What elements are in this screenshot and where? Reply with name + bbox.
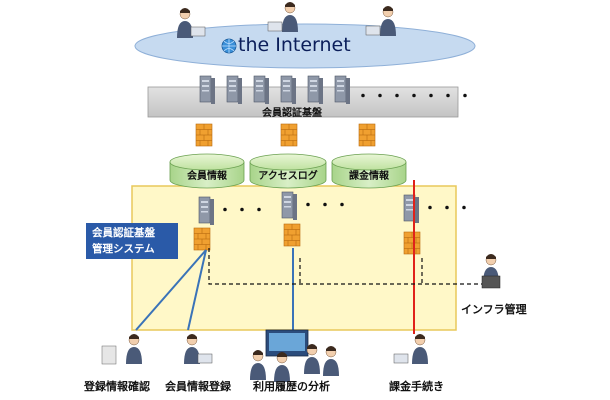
server-ellipsis: ・・・ bbox=[423, 201, 474, 217]
db-label-billing: 課金情報 bbox=[349, 171, 389, 182]
user-icon bbox=[176, 7, 206, 39]
endpoint-label-check: 登録情報確認 bbox=[84, 380, 150, 393]
server-icon bbox=[253, 75, 270, 105]
firewall-icon bbox=[358, 123, 376, 147]
connection-lines bbox=[135, 180, 488, 334]
firewall-icon bbox=[283, 223, 301, 247]
server-icon bbox=[334, 75, 351, 105]
person-billing-icon bbox=[393, 333, 429, 365]
server-icon bbox=[403, 194, 420, 224]
endpoint-label-register: 会員情報登録 bbox=[165, 380, 231, 393]
auth-platform-label: 会員認証基盤 bbox=[262, 108, 322, 119]
person-check-icon bbox=[101, 333, 143, 365]
server-ellipsis: ・・・ bbox=[218, 203, 269, 219]
firewall-icon bbox=[403, 231, 421, 255]
globe-icon bbox=[221, 38, 237, 54]
endpoint-label-analysis: 利用履歴の分析 bbox=[253, 380, 330, 393]
server-icon bbox=[226, 75, 243, 105]
management-system-label: 会員認証基盤 管理システム bbox=[86, 223, 178, 259]
user-icon bbox=[365, 5, 397, 37]
auth-platform-ellipsis: ・・・・・・・ bbox=[356, 89, 475, 105]
user-icon bbox=[267, 1, 299, 33]
database-icon-accesslog bbox=[249, 153, 327, 189]
management-system-label-line1: 会員認証基盤 bbox=[92, 227, 155, 239]
database-icon-member bbox=[169, 153, 245, 189]
management-system-label-line2: 管理システム bbox=[92, 243, 155, 255]
infra-admin-icon bbox=[481, 253, 501, 289]
server-icon bbox=[198, 196, 215, 226]
auth-platform-box bbox=[147, 86, 459, 118]
server-icon bbox=[199, 75, 216, 105]
meeting-icon bbox=[249, 329, 340, 383]
person-register-icon bbox=[183, 333, 213, 365]
firewall-icon bbox=[280, 123, 298, 147]
server-icon bbox=[281, 191, 298, 221]
server-icon bbox=[307, 75, 324, 105]
db-label-member: 会員情報 bbox=[187, 171, 227, 182]
firewall-icon bbox=[195, 123, 213, 147]
firewall-icon bbox=[193, 227, 211, 251]
infra-label: インフラ管理 bbox=[461, 303, 527, 316]
endpoint-label-billing: 課金手続き bbox=[389, 380, 444, 393]
server-icon bbox=[280, 75, 297, 105]
server-ellipsis: ・・・ bbox=[301, 198, 352, 214]
database-icon-billing bbox=[331, 153, 407, 189]
db-label-accesslog: アクセスログ bbox=[258, 171, 318, 182]
internet-label: the Internet bbox=[238, 34, 351, 56]
